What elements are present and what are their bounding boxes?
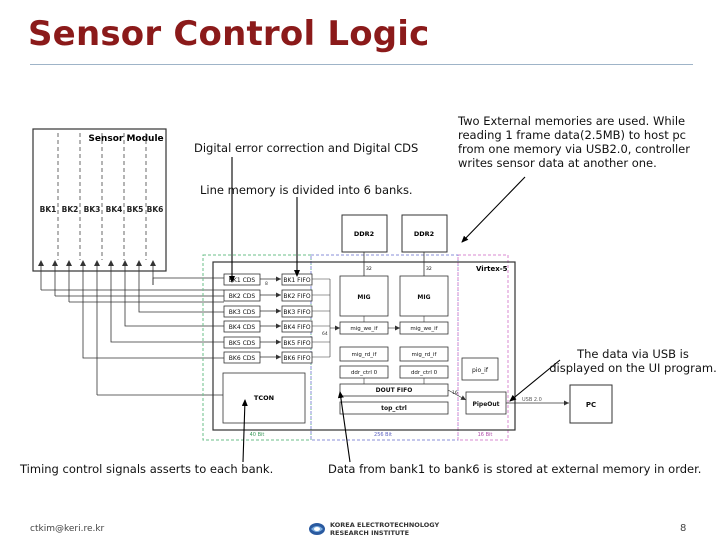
keri-logo-icon <box>309 523 325 535</box>
cds-block: BK1 CDS <box>229 277 256 284</box>
fifo-block: BK6 FIFO <box>283 355 310 362</box>
bank-label: BK3 <box>84 205 101 214</box>
note-data-storage: Data from bank1 to bank6 is stored at ex… <box>328 462 702 476</box>
bank-label: BK2 <box>62 205 79 214</box>
bank-label: BK4 <box>106 205 123 214</box>
bitwidth-label: 256 Bit <box>374 432 392 438</box>
logo-text: RESEARCH INSTITUTE <box>330 529 410 537</box>
usb-label: USB 2.0 <box>522 397 542 403</box>
mig-rd-label: mig_rd_if <box>352 352 378 358</box>
pio-if-label: pio_if <box>472 367 489 374</box>
tcon-block: TCON <box>222 372 306 424</box>
dout-fifo-label: DOUT FIFO <box>376 387 413 394</box>
mig-label: MIG <box>357 294 370 301</box>
keri-logo: KOREA ELECTROTECHNOLOGY RESEARCH INSTITU… <box>308 520 439 538</box>
usb-region <box>457 254 509 441</box>
note-usb-display: The data via USB is displayed on the UI … <box>549 347 717 375</box>
usb-path-blocks: pio_if PipeOut PC <box>461 357 613 424</box>
page-number: 8 <box>680 523 687 534</box>
cds-block: BK2 CDS <box>229 293 256 300</box>
note-line-memory: Line memory is divided into 6 banks. <box>200 183 413 197</box>
logo-text: KOREA ELECTROTECHNOLOGY <box>330 521 440 529</box>
ddr-ctrl-label: ddr_ctrl 0 <box>351 370 378 376</box>
top-ctrl-label: top_ctrl <box>381 405 407 412</box>
title-divider <box>30 64 693 65</box>
footer-email: ctkim@keri.re.kr <box>30 524 105 534</box>
virtex5-label: Virtex-5 <box>476 265 508 273</box>
pipeout-label: PipeOut <box>472 401 499 408</box>
pc-label: PC <box>586 401 596 409</box>
cds-block: BK4 CDS <box>229 324 256 331</box>
cds-blocks: BK1 CDS BK2 CDS BK3 CDS BK4 CDS BK5 CDS … <box>223 273 261 364</box>
bank-label: BK5 <box>127 205 144 214</box>
bank-label: BK1 <box>40 205 57 214</box>
fifo-mig-wires <box>312 278 425 358</box>
fifo-block: BK3 FIFO <box>283 309 310 316</box>
bus-label: 32 <box>366 266 372 272</box>
mig-label: MIG <box>417 294 430 301</box>
sensor-module-label: Sensor Module <box>88 134 163 144</box>
bus-label: 8 <box>265 281 268 287</box>
fifo-block: BK4 FIFO <box>283 324 310 331</box>
sensor-module: Sensor Module BK1 BK2 BK3 BK4 BK5 BK6 <box>32 128 167 395</box>
bus-label: 32 <box>426 266 432 272</box>
mig-we-label: mig_we_if <box>410 326 438 332</box>
bitwidth-label: 16 Bit <box>478 432 493 438</box>
mig-stacks: MIG mig_we_if mig_rd_if ddr_ctrl 0 MIG m… <box>339 275 449 379</box>
output-blocks: DOUT FIFO top_ctrl <box>339 383 449 415</box>
fifo-block: BK1 FIFO <box>283 277 310 284</box>
annotation-arrows <box>229 157 561 463</box>
note-cds: Digital error correction and Digital CDS <box>194 141 419 155</box>
mig-rd-label: mig_rd_if <box>412 352 438 358</box>
bank-label: BK6 <box>147 205 164 214</box>
fifo-block: BK5 FIFO <box>283 340 310 347</box>
fifo-block: BK2 FIFO <box>283 293 310 300</box>
cds-block: BK5 CDS <box>229 340 256 347</box>
bitwidth-label: 40 Bit <box>250 432 265 438</box>
cds-block: BK3 CDS <box>229 309 256 316</box>
read-path-wires <box>363 378 467 401</box>
page-title: Sensor Control Logic <box>28 14 430 54</box>
bus-label: 64 <box>322 331 328 337</box>
ddr2-memories: DDR2 DDR2 32 32 <box>341 214 448 276</box>
mig-we-label: mig_we_if <box>350 326 378 332</box>
fifo-blocks: BK1 FIFO BK2 FIFO BK3 FIFO BK4 FIFO BK5 … <box>281 273 313 364</box>
note-timing-control: Timing control signals asserts to each b… <box>20 462 274 476</box>
cds-block: BK6 CDS <box>229 355 256 362</box>
bus-label: 16 <box>452 390 458 396</box>
ddr2-label: DDR2 <box>414 230 434 238</box>
ddr-ctrl-label: ddr_ctrl 0 <box>411 370 438 376</box>
tcon-label: TCON <box>254 394 274 402</box>
ddr2-label: DDR2 <box>354 230 374 238</box>
cds-fifo-arrows <box>260 276 281 360</box>
note-external-memory: Two External memories are used. While re… <box>458 114 690 170</box>
